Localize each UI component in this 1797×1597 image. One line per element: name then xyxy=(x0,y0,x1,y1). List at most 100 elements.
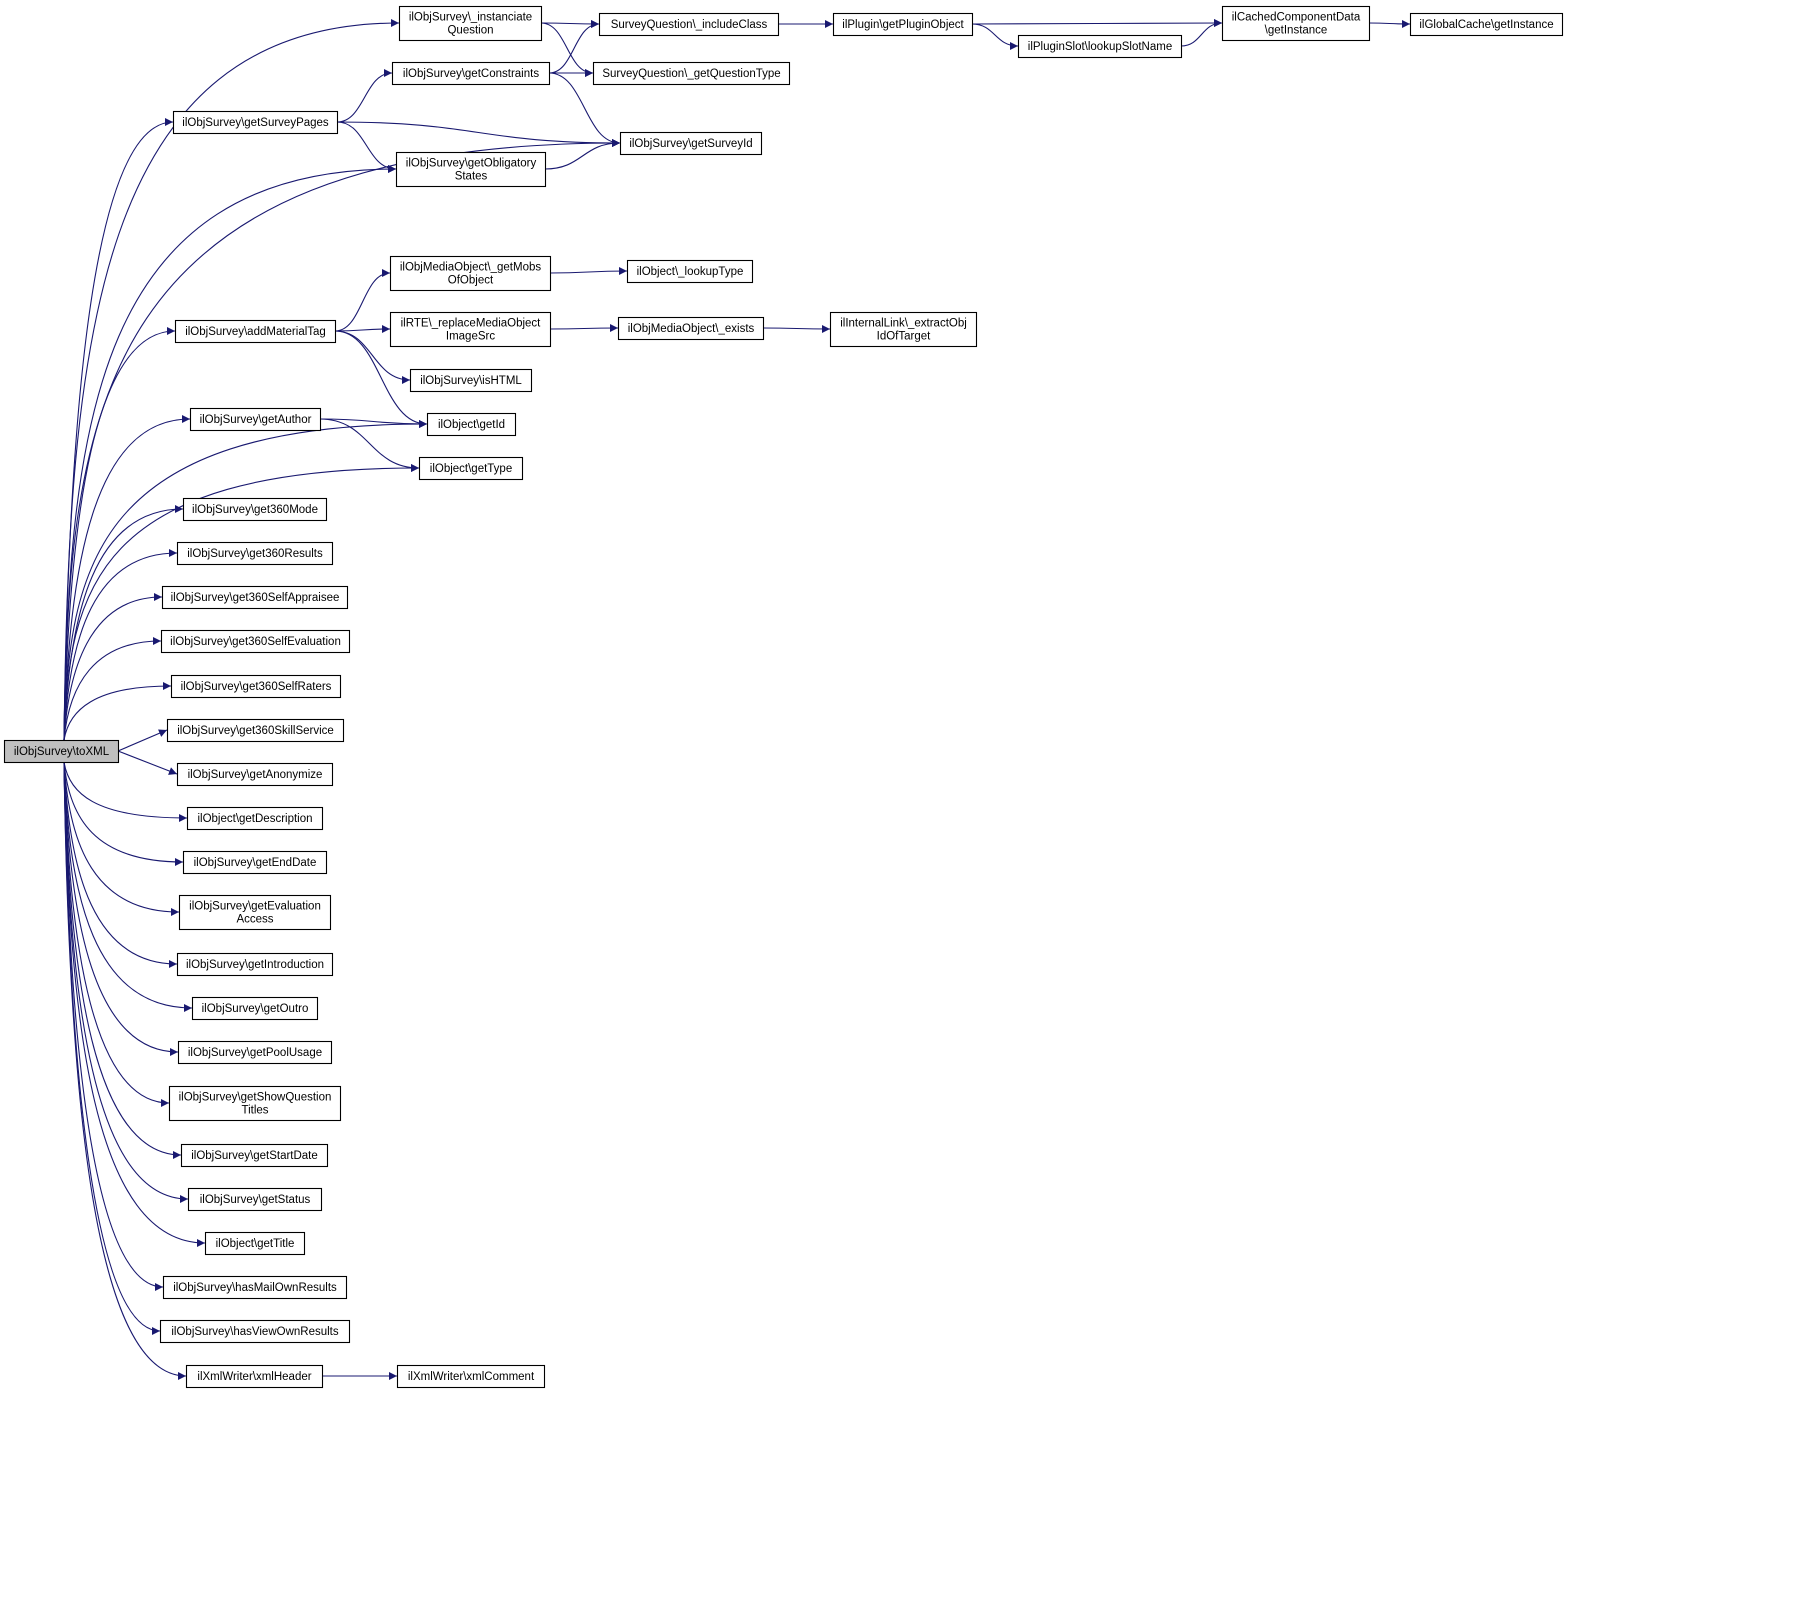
node-box xyxy=(426,412,517,437)
edge-slot-to-ccd xyxy=(1180,19,1223,47)
edge-auth-to-getid xyxy=(319,418,428,428)
edge-tox-to-sqt xyxy=(63,761,170,1107)
node-xmlh[interactable]: ilXmlWriter\xmlHeader xyxy=(185,1364,324,1389)
node-endd[interactable]: ilObjSurvey\getEndDate xyxy=(182,850,328,875)
node-box xyxy=(396,1364,546,1389)
edge-tox-to-pages xyxy=(63,118,174,741)
edge-tox-to-startd xyxy=(63,761,182,1159)
node-label: ilObjSurvey\isHTML xyxy=(420,375,522,387)
node-box xyxy=(391,61,551,86)
node-label: ilObjSurvey\getObligatory xyxy=(406,158,537,170)
node-label: SurveyQuestion\_includeClass xyxy=(611,19,768,31)
node-label: IdOfTarget xyxy=(877,331,931,343)
node-box xyxy=(626,259,754,284)
node-label: ilObjMediaObject\_getMobs xyxy=(400,262,542,274)
node-se360[interactable]: ilObjSurvey\get360SelfEvaluation xyxy=(160,629,351,654)
node-pool[interactable]: ilObjSurvey\getPoolUsage xyxy=(177,1040,333,1065)
node-desc[interactable]: ilObject\getDescription xyxy=(186,806,324,831)
node-box xyxy=(187,1187,323,1212)
node-startd[interactable]: ilObjSurvey\getStartDate xyxy=(180,1143,329,1168)
edge-auth-to-gtype xyxy=(319,418,420,472)
node-label: ilObjSurvey\getEndDate xyxy=(194,857,317,869)
node-label: \getInstance xyxy=(1265,25,1328,37)
node-gc[interactable]: ilGlobalCache\getInstance xyxy=(1409,12,1564,37)
node-cons[interactable]: ilObjSurvey\getConstraints xyxy=(391,61,551,86)
node-box xyxy=(170,674,342,699)
edge-tox-to-amt xyxy=(63,327,176,741)
node-label: ilObject\getType xyxy=(430,463,512,475)
node-ishtml[interactable]: ilObjSurvey\isHTML xyxy=(409,368,533,393)
node-label: ilObjSurvey\get360Results xyxy=(187,548,323,560)
node-box xyxy=(409,368,533,393)
node-label: ilObjSurvey\get360SelfEvaluation xyxy=(170,636,341,648)
node-sr360[interactable]: ilObjSurvey\get360SelfRaters xyxy=(170,674,342,699)
node-box xyxy=(189,407,322,432)
node-sid[interactable]: ilObjSurvey\getSurveyId xyxy=(619,131,763,156)
edge-plug-to-slot xyxy=(971,23,1019,50)
node-auth[interactable]: ilObjSurvey\getAuthor xyxy=(189,407,322,432)
node-label: ilObjSurvey\getConstraints xyxy=(403,68,539,80)
node-label: ilObjSurvey\toXML xyxy=(14,746,110,758)
node-label: ilRTE\_replaceMediaObject xyxy=(401,318,542,330)
node-status[interactable]: ilObjSurvey\getStatus xyxy=(187,1187,323,1212)
node-label: ilObjSurvey\get360Mode xyxy=(192,504,318,516)
node-tox[interactable]: ilObjSurvey\toXML xyxy=(3,739,120,764)
node-box xyxy=(162,1275,348,1300)
node-box xyxy=(168,1085,342,1122)
node-getid[interactable]: ilObject\getId xyxy=(426,412,517,437)
node-viewown[interactable]: ilObjSurvey\hasViewOwnResults xyxy=(159,1319,351,1344)
node-slot[interactable]: ilPluginSlot\lookupSlotName xyxy=(1017,34,1183,59)
edge-tox-to-se360 xyxy=(63,637,162,741)
edge-tox-to-intro xyxy=(63,761,178,968)
node-intro[interactable]: ilObjSurvey\getIntroduction xyxy=(176,952,334,977)
node-label: ilCachedComponentData xyxy=(1232,12,1361,24)
node-box xyxy=(180,1143,329,1168)
node-amt[interactable]: ilObjSurvey\addMaterialTag xyxy=(174,319,337,344)
node-label: ilXmlWriter\xmlHeader xyxy=(197,1371,311,1383)
node-box xyxy=(619,131,763,156)
node-pages[interactable]: ilObjSurvey\getSurveyPages xyxy=(172,110,339,135)
node-ccd[interactable]: ilCachedComponentData\getInstance xyxy=(1221,5,1371,42)
node-label: ilObjSurvey\getIntroduction xyxy=(186,959,324,971)
edge-plug-to-ccd xyxy=(971,19,1223,28)
node-label: ilObjSurvey\_instanciate xyxy=(409,12,532,24)
node-xmlc[interactable]: ilXmlWriter\xmlComment xyxy=(396,1364,546,1389)
edge-amt-to-getid xyxy=(334,330,428,428)
node-incl[interactable]: SurveyQuestion\_includeClass xyxy=(598,12,780,37)
edge-pages-to-obl xyxy=(336,121,397,173)
node-plug[interactable]: ilPlugin\getPluginObject xyxy=(832,12,974,37)
node-box xyxy=(160,629,351,654)
edge-tox-to-anon xyxy=(117,750,178,775)
node-r360[interactable]: ilObjSurvey\get360Results xyxy=(176,541,334,566)
node-label: Access xyxy=(236,914,273,926)
node-ss360[interactable]: ilObjSurvey\get360SkillService xyxy=(166,718,345,743)
edge-amt-to-mobs xyxy=(334,269,391,332)
node-label: ilObjSurvey\get360SkillService xyxy=(177,725,334,737)
node-box xyxy=(182,497,328,522)
edge-tox-to-auth xyxy=(63,415,191,741)
node-box xyxy=(177,1040,333,1065)
edge-ccd-to-gc xyxy=(1368,19,1411,28)
node-qtype[interactable]: SurveyQuestion\_getQuestionType xyxy=(592,61,791,86)
edge-layer xyxy=(63,19,1411,1380)
node-label: ilObject\getDescription xyxy=(197,813,312,825)
node-mexists[interactable]: ilObjMediaObject\_exists xyxy=(617,316,765,341)
node-sa360[interactable]: ilObjSurvey\get360SelfAppraisee xyxy=(161,585,349,610)
node-gtype[interactable]: ilObject\getType xyxy=(418,456,524,481)
node-box xyxy=(159,1319,351,1344)
node-mailown[interactable]: ilObjSurvey\hasMailOwnResults xyxy=(162,1275,348,1300)
node-m360[interactable]: ilObjSurvey\get360Mode xyxy=(182,497,328,522)
node-outro[interactable]: ilObjSurvey\getOutro xyxy=(191,996,319,1021)
node-label: ilObjSurvey\getStatus xyxy=(200,1194,311,1206)
node-ltype[interactable]: ilObject\_lookupType xyxy=(626,259,754,284)
node-box xyxy=(598,12,780,37)
node-anon[interactable]: ilObjSurvey\getAnonymize xyxy=(176,762,334,787)
node-title[interactable]: ilObject\getTitle xyxy=(204,1231,306,1256)
